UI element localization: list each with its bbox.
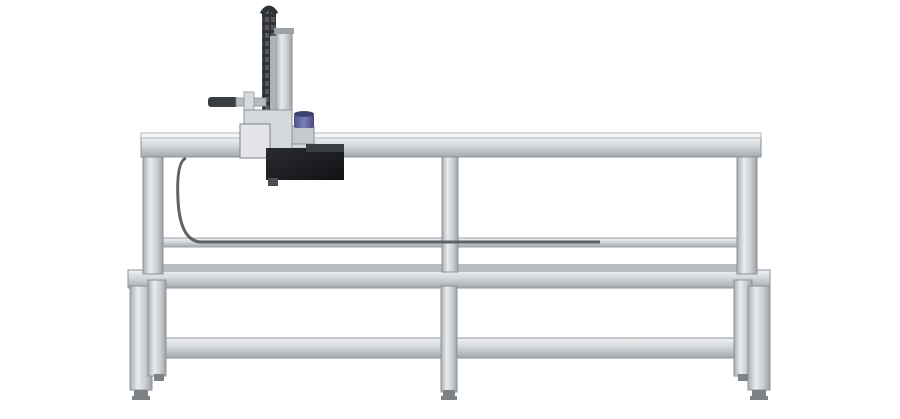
z-axis-rail [270, 36, 276, 132]
z-axis-top-cap [274, 28, 294, 34]
base-middle-post [440, 285, 458, 393]
actuator-handle [208, 97, 238, 107]
top-main-beam [140, 136, 762, 158]
upper-left-post [142, 149, 164, 275]
gantry-carriage [208, 5, 344, 186]
spindle-motor [294, 114, 314, 128]
top-beam-edge [140, 132, 762, 139]
carbon-gripper-plate [266, 148, 344, 180]
base-right-post-front [747, 285, 771, 391]
spindle-motor-cap [294, 111, 314, 117]
actuator-clamp [243, 91, 255, 113]
gripper-tool-tip [268, 178, 278, 186]
upper-frame [140, 132, 762, 275]
upper-middle-post [441, 149, 459, 273]
leveling-feet [132, 374, 768, 400]
upper-right-post [736, 149, 758, 275]
base-left-post-rear [147, 279, 167, 377]
base-top-rail [127, 269, 771, 289]
spindle-motor-base [291, 125, 315, 145]
cable-guide [176, 156, 600, 244]
gripper-plate-bracket [306, 144, 344, 152]
cable-chain-loop [259, 5, 279, 16]
base-frame [127, 264, 771, 400]
carriage-block [239, 123, 271, 159]
